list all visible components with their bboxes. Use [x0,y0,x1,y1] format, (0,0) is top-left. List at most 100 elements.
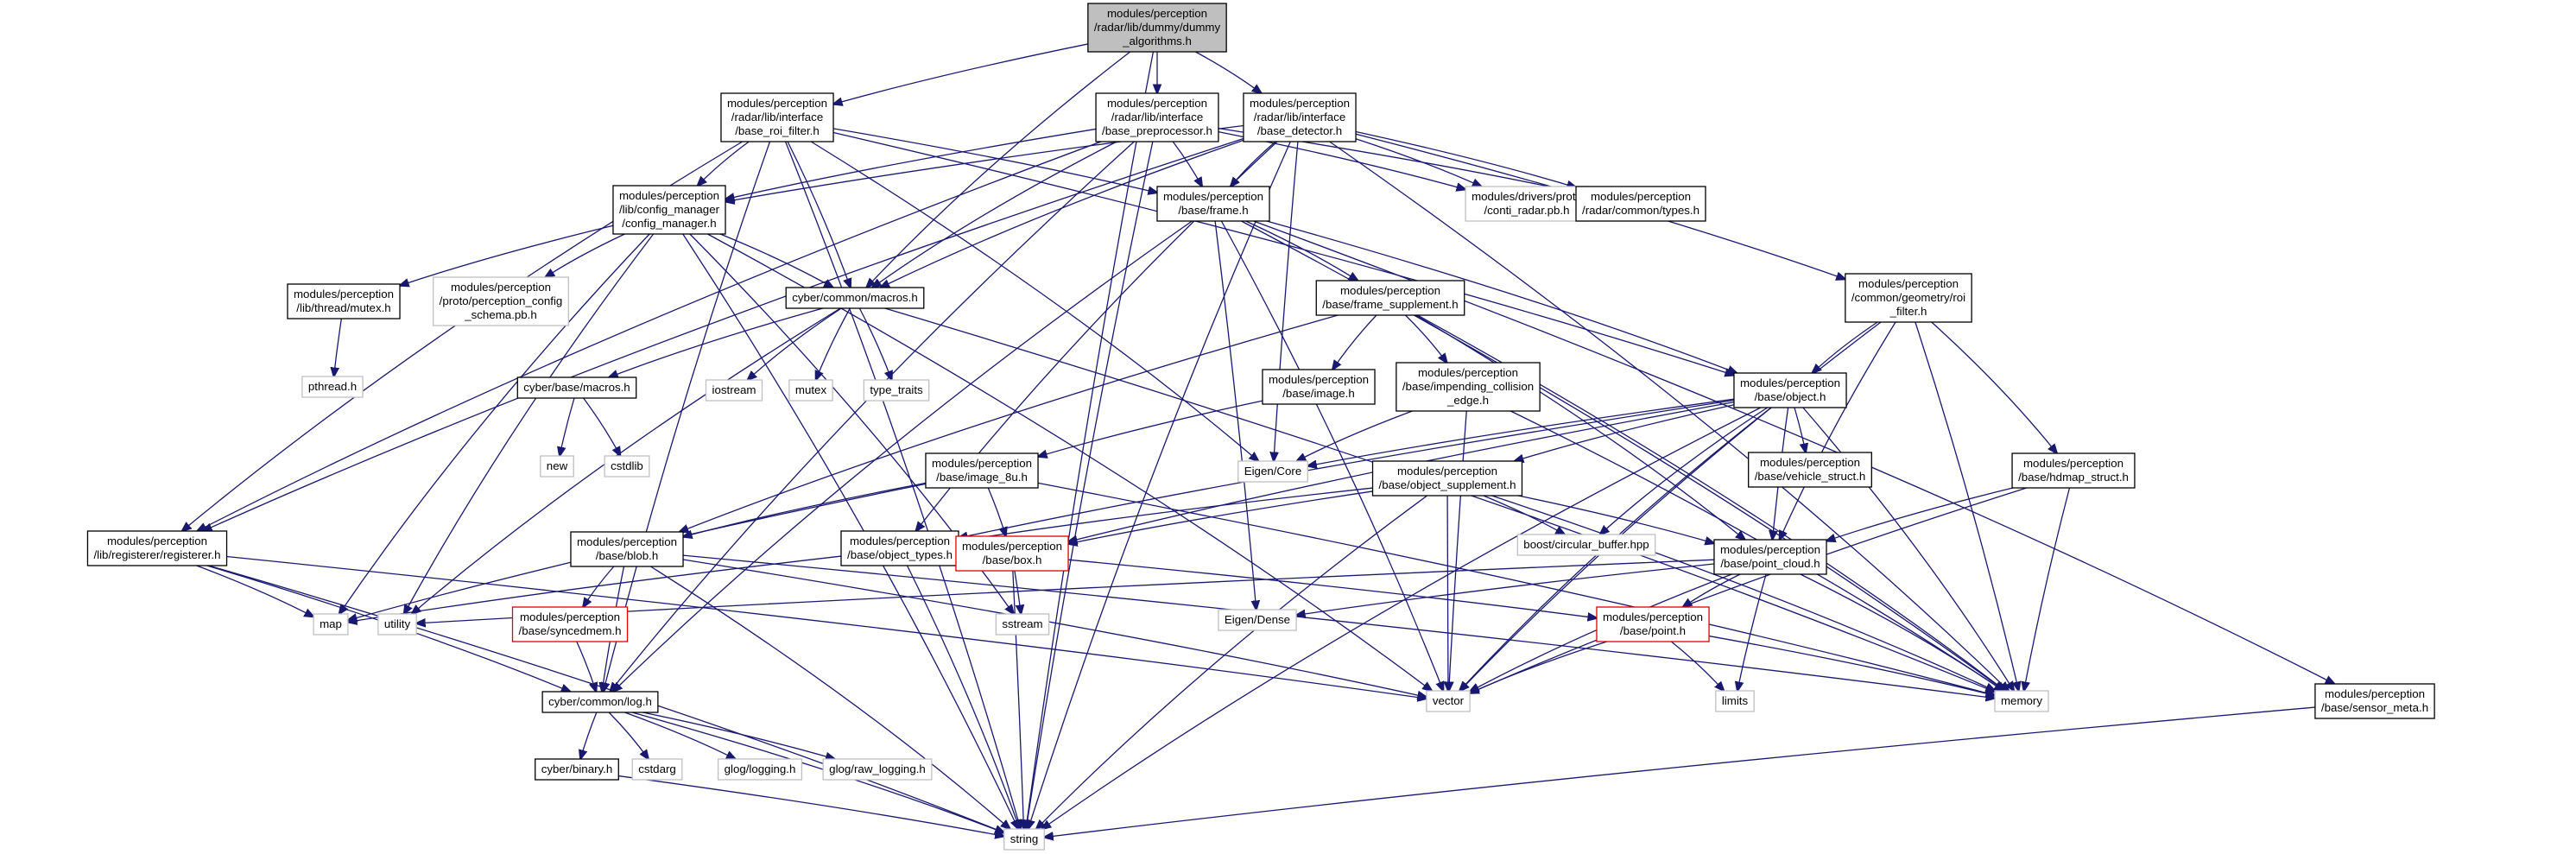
node-label-line: modules/perception [1250,97,1350,110]
edge-preprocessor-to-string [1026,141,1154,829]
edge-config-manager-to-utility [404,233,655,614]
node-label-line: type_traits [870,383,923,396]
graph-node-blob[interactable]: modules/perception/base/blob.h [570,531,684,567]
node-label-line: modules/perception [107,535,207,547]
edge-root-to-detector [1195,51,1261,93]
graph-node-radar-types[interactable]: modules/perception/radar/common/types.h [1575,186,1706,222]
node-label-line: limits [1722,694,1749,707]
node-label-line: modules/perception [1107,97,1207,110]
graph-node-base-macros[interactable]: cyber/base/macros.h [516,376,637,399]
edge-object-supplement-to-point-cloud [1518,495,1714,543]
edge-macros-to-mutex [816,307,851,380]
edge-impending-to-eigen-core [1297,410,1413,461]
node-label-line: _schema.pb.h [464,308,537,321]
edge-blob-to-syncedmem [583,566,615,607]
graph-node-sensor-meta[interactable]: modules/perception/base/sensor_meta.h [2314,683,2435,719]
graph-node-mutex: mutex [788,379,833,402]
node-box [720,92,834,142]
graph-node-utility: utility [377,613,417,636]
node-box [570,531,684,567]
graph-node-conti-radar: modules/drivers/proto/conti_radar.pb.h [1465,186,1589,222]
edge-frame-supplement-to-blob [680,314,1339,532]
graph-node-root[interactable]: modules/perception/radar/lib/dummy/dummy… [1087,3,1227,53]
node-label-line: modules/perception [1163,190,1263,203]
graph-node-perception-config: modules/perception/proto/perception_conf… [433,276,569,326]
edge-point-to-limits [1670,641,1724,691]
edge-object-supplement-to-box [1068,490,1373,544]
graph-node-object[interactable]: modules/perception/base/object.h [1733,372,1847,408]
graph-node-frame[interactable]: modules/perception/base/frame.h [1156,186,1270,222]
edge-object-supplement-to-vector [1447,495,1448,691]
node-label-line: modules/perception [1858,277,1959,290]
node-box [1087,3,1227,53]
node-box [788,379,833,402]
node-label-line: glog/raw_logging.h [829,762,926,775]
graph-node-detector[interactable]: modules/perception/radar/lib/interface/b… [1243,92,1357,142]
graph-node-boost-cb: boost/circular_buffer.hpp [1516,534,1656,556]
edge-roi-filter-to-object [832,131,1734,376]
edge-roi-filter-geom-to-object [1813,321,1878,373]
graph-node-new: new [540,455,574,478]
graph-node-box[interactable]: modules/perception/base/box.h [955,535,1069,572]
edge-object-types-to-map [348,555,842,622]
edge-point-cloud-to-vector [1470,573,1732,692]
edge-root-to-macros [866,51,1131,288]
graph-node-object-supplement[interactable]: modules/perception/base/object_supplemen… [1371,460,1523,497]
edge-config-manager-to-map [339,233,650,614]
graph-node-preprocessor[interactable]: modules/perception/radar/lib/interface/b… [1095,92,1219,142]
node-label-line: cyber/base/macros.h [523,381,630,394]
graph-node-impending[interactable]: modules/perception/base/impending_collis… [1396,362,1541,412]
graph-node-macros[interactable]: cyber/common/macros.h [785,287,925,309]
graph-node-syncedmem[interactable]: modules/perception/base/syncedmem.h [511,606,629,642]
graph-node-log[interactable]: cyber/common/log.h [541,691,659,713]
edge-roi-filter-geom-to-memory [1915,321,2019,691]
edge-point-to-memory [1708,635,1995,696]
edge-preprocessor-to-macros [872,141,1117,288]
edge-roi-filter-to-frame [832,128,1157,193]
node-box [86,530,228,566]
edge-object-supplement-to-object-types [959,487,1373,541]
graph-node-image-8u[interactable]: modules/perception/base/image_8u.h [925,452,1039,489]
edge-log-to-glog-logging [624,712,735,759]
graph-node-roi-filter-geom[interactable]: modules/perception/common/geometry/roi_f… [1845,273,1972,323]
edge-hdmap-struct-to-point-cloud [1826,487,2013,541]
node-label-line: pthread.h [308,380,357,393]
graph-node-point-cloud[interactable]: modules/perception/base/point_cloud.h [1713,539,1827,575]
node-label-line: iostream [712,383,756,396]
node-label-line: /base/impending_collision [1402,380,1534,393]
edge-root-to-roi-filter [833,43,1088,104]
node-label-line: modules/drivers/proto [1472,190,1582,203]
node-label-line: /proto/perception_config [440,294,563,307]
edge-base-macros-to-cstdlib [583,397,621,456]
graph-node-registerer[interactable]: modules/perception/lib/registerer/regist… [86,530,228,566]
graph-node-mutex-h[interactable]: modules/perception/lib/thread/mutex.h [287,283,401,319]
node-label-line: /base_roi_filter.h [735,124,820,137]
node-label-line: /common/geometry/roi [1851,291,1965,304]
edge-macros-to-memory [884,307,1995,692]
graph-node-roi-filter[interactable]: modules/perception/radar/lib/interface/b… [720,92,834,142]
node-box [1713,539,1827,575]
node-box [1733,372,1847,408]
graph-node-frame-supplement[interactable]: modules/perception/base/frame_supplement… [1315,280,1465,316]
node-box [1994,690,2049,712]
node-box [516,376,637,399]
edge-preprocessor-to-registerer [197,141,1102,531]
graph-node-object-types[interactable]: modules/perception/base/object_types.h [840,530,959,566]
edge-object-to-boost-cb [1600,407,1768,535]
graph-node-image[interactable]: modules/perception/base/image.h [1262,369,1376,405]
graph-node-point[interactable]: modules/perception/base/point.h [1596,606,1710,642]
node-box [535,758,619,781]
graph-node-config-manager[interactable]: modules/perception/lib/config_manager/co… [612,185,726,235]
node-label-line: /lib/config_manager [619,203,720,216]
node-box [717,758,803,781]
edge-frame-to-frame-supplement [1245,220,1358,281]
node-box [2314,683,2435,719]
edge-roi-filter-to-config-manager [698,141,750,186]
node-box [1396,362,1541,412]
graph-node-hdmap-struct[interactable]: modules/perception/base/hdmap_struct.h [2011,452,2136,489]
node-box [925,452,1039,489]
graph-node-iostream: iostream [705,379,763,402]
graph-node-vehicle-struct[interactable]: modules/perception/base/vehicle_struct.h [1748,452,1872,488]
node-label-line: modules/perception [294,288,394,300]
graph-node-binary[interactable]: cyber/binary.h [535,758,619,781]
